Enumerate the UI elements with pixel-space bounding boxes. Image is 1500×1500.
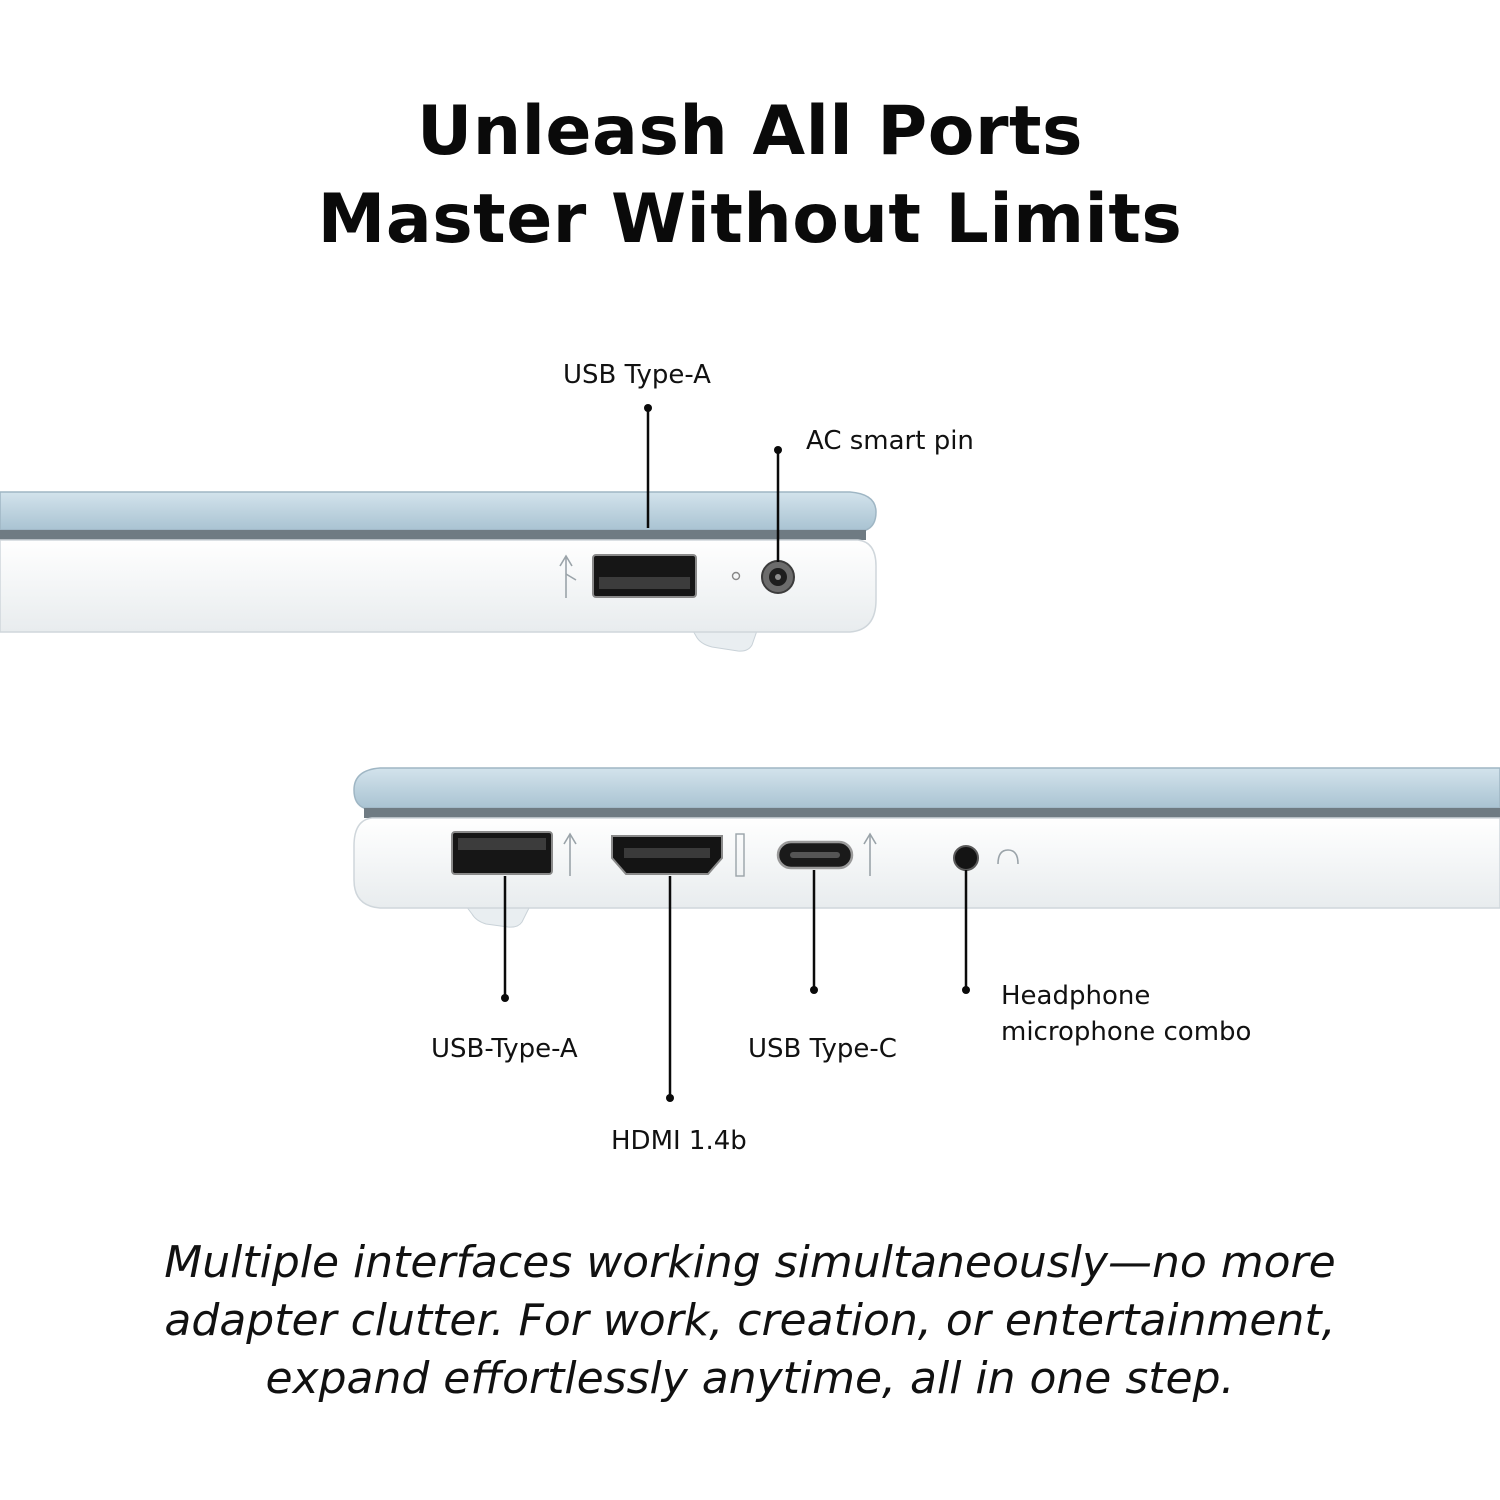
label-headphone: Headphone — [1001, 981, 1151, 1011]
usb-c-ss-icon — [863, 832, 877, 876]
tagline-line-3: expand effortlessly anytime, all in one … — [265, 1353, 1235, 1404]
audio-jack — [953, 845, 979, 871]
usb-ss-icon — [563, 832, 577, 876]
tagline-line-2: adapter clutter. For work, creation, or … — [164, 1295, 1336, 1346]
label-usb-type-c: USB Type-C — [748, 1034, 897, 1064]
laptop-right-side — [0, 404, 877, 652]
hdmi-icon — [735, 833, 745, 877]
usb-ss-icon — [559, 554, 577, 598]
headline-line-1: Unleash All Ports — [417, 92, 1083, 171]
headline-line-2: Master Without Limits — [317, 180, 1183, 259]
headline: Unleash All Ports Master Without Limits — [0, 88, 1500, 264]
led-dot-icon — [731, 571, 741, 581]
ac-pin-port — [761, 560, 795, 594]
label-ac-smart-pin: AC smart pin — [806, 426, 974, 456]
tagline: Multiple interfaces working simultaneous… — [0, 1234, 1500, 1408]
headphone-icon — [997, 849, 1019, 865]
label-usb-type-a-right: USB Type-A — [563, 360, 711, 390]
laptop-left-side — [353, 767, 1500, 1102]
label-hdmi: HDMI 1.4b — [611, 1126, 747, 1156]
label-microphone-combo: microphone combo — [1001, 1017, 1252, 1047]
label-usb-type-a-left: USB-Type-A — [431, 1034, 578, 1064]
usb-a-port-right — [592, 554, 697, 598]
tagline-line-1: Multiple interfaces working simultaneous… — [164, 1237, 1336, 1288]
